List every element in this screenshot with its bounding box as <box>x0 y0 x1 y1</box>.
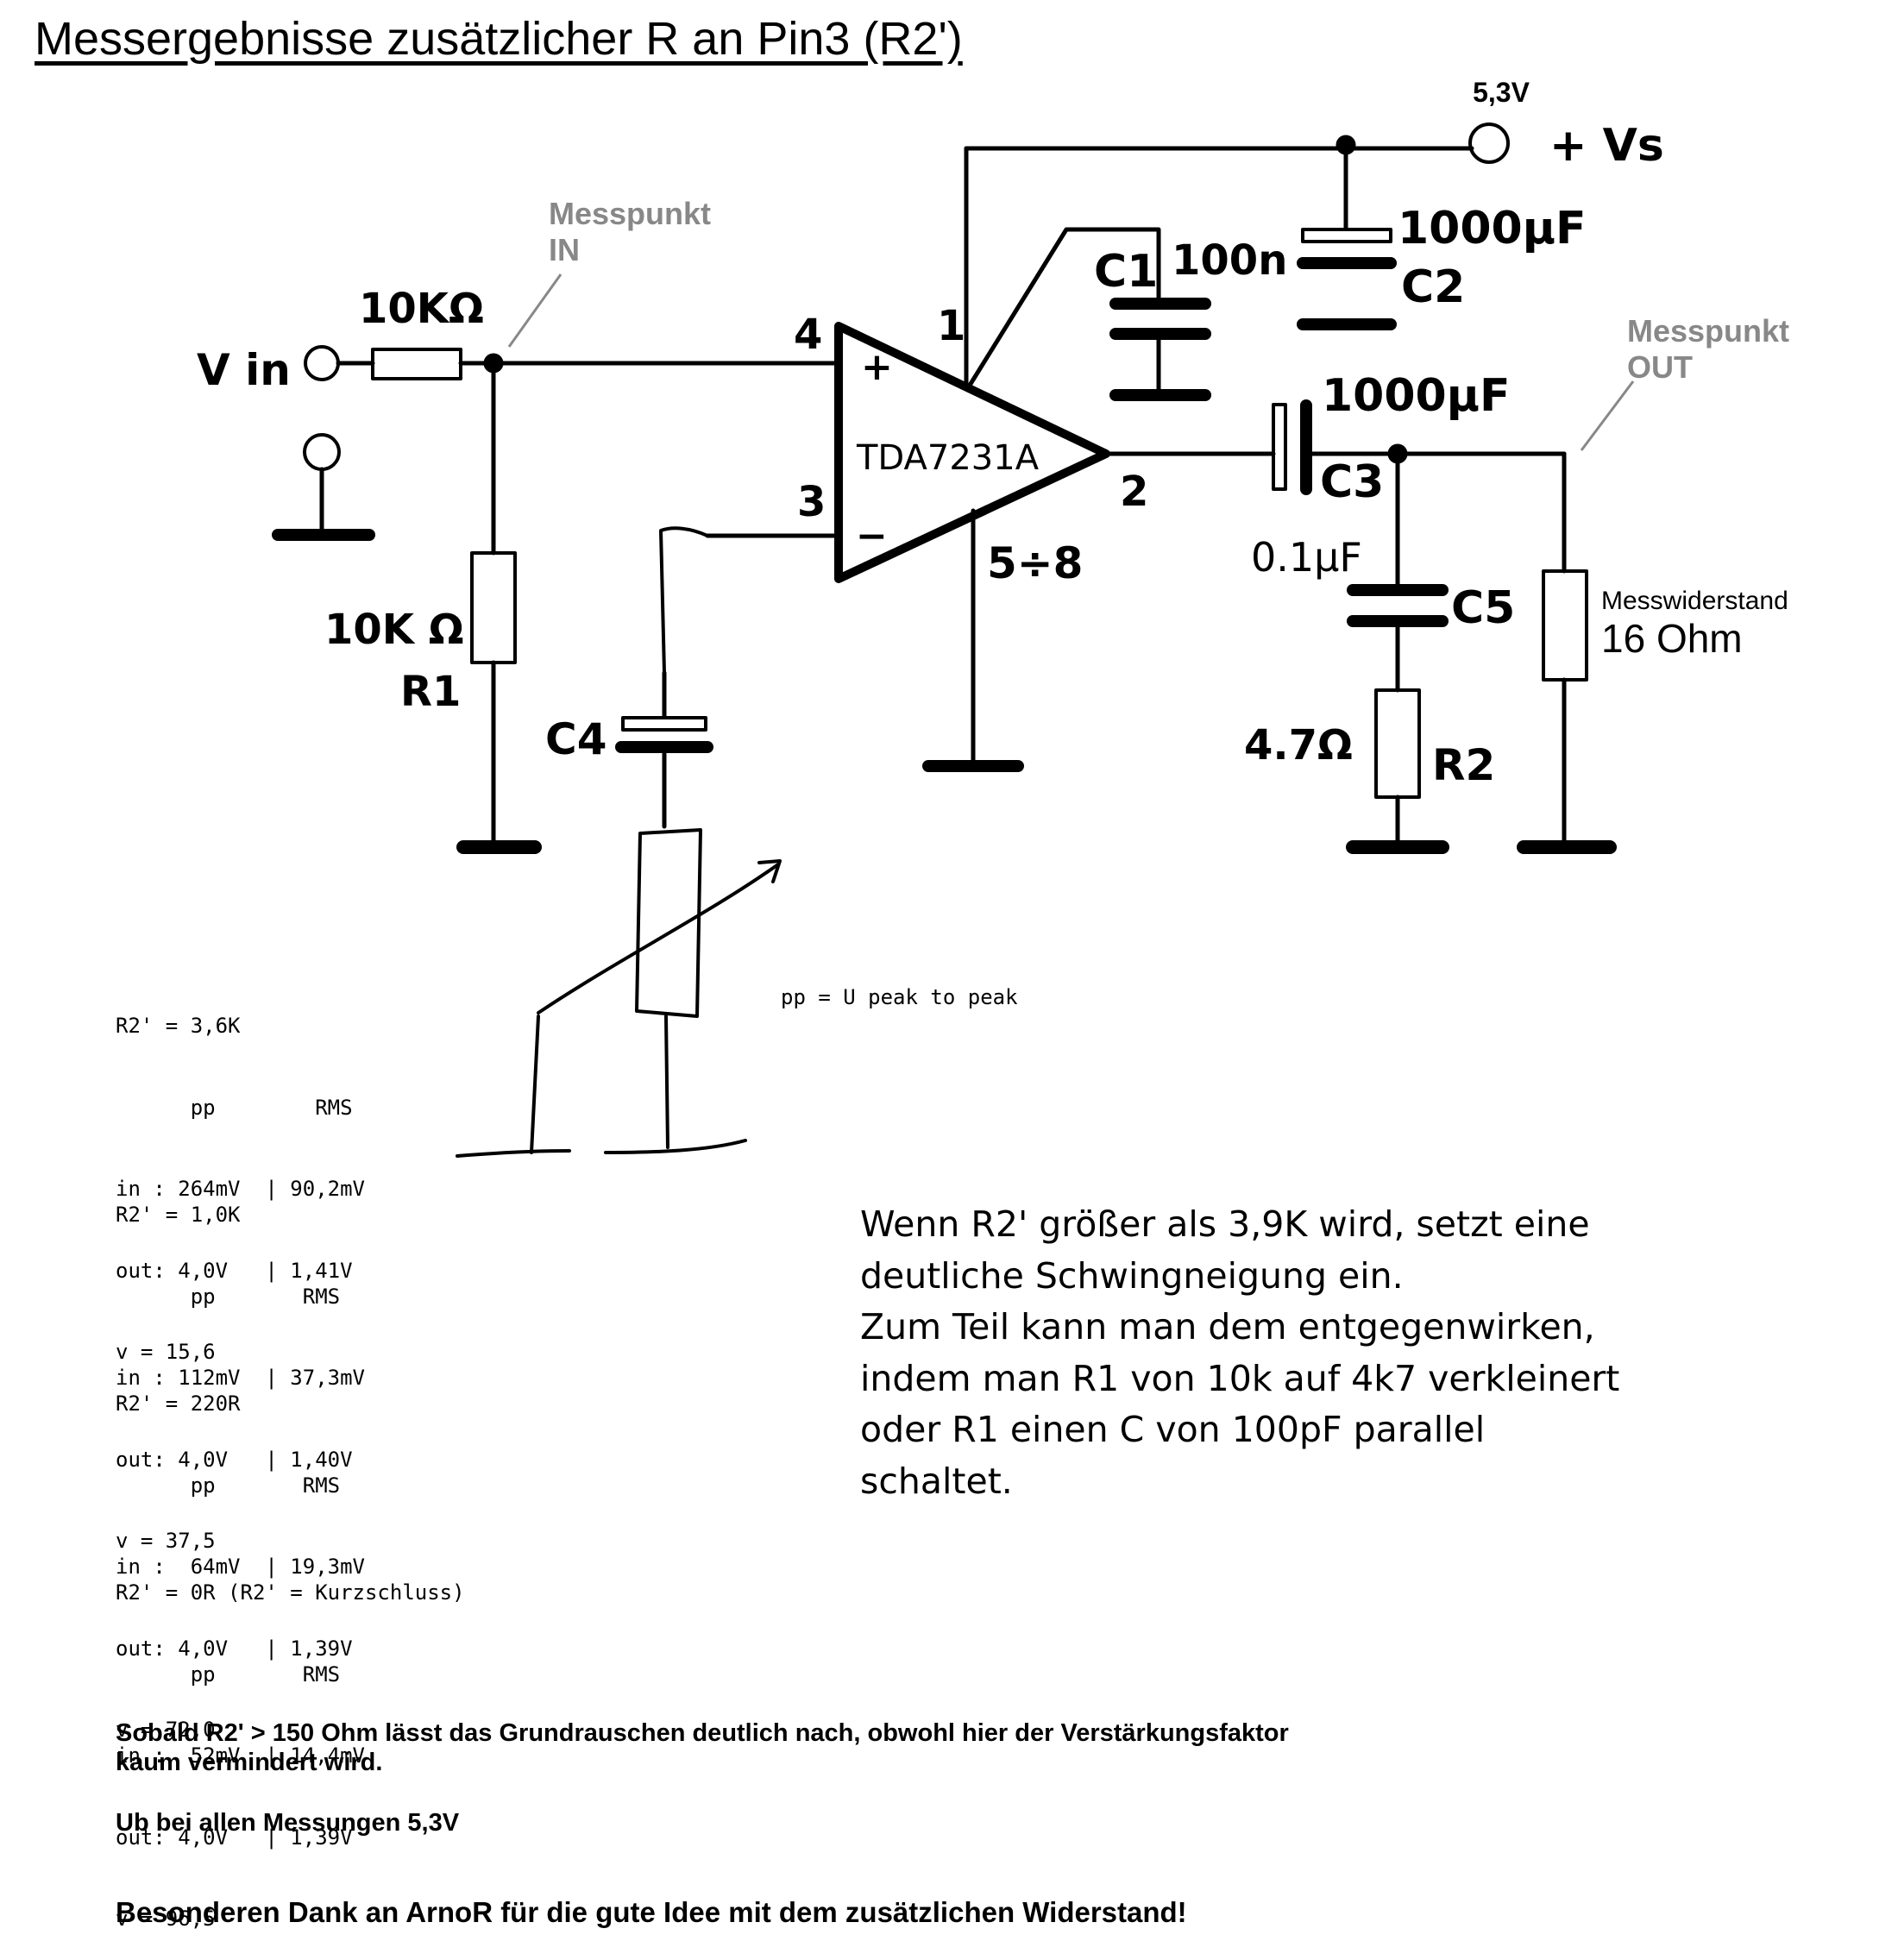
c3-value: 1000µF <box>1322 370 1511 422</box>
c5-name: C5 <box>1451 582 1515 634</box>
probe-out-line1: Messpunkt <box>1627 313 1789 349</box>
pin-plus: + <box>861 345 893 389</box>
paragraph-line: deutliche Schwingneigung ein. <box>860 1254 1404 1297</box>
c4-name: C4 <box>545 714 606 764</box>
thanks-note: Besonderen Dank an ArnoR für die gute Id… <box>116 1896 1187 1928</box>
pin-2: 2 <box>1120 468 1148 516</box>
probe-in-line1: Messpunkt <box>549 196 711 231</box>
capacitor-c4 <box>621 716 707 732</box>
c1-name: C1 <box>1094 246 1158 298</box>
measurement-block-3: R2' = 220R pp RMS in : 64mV | 19,3mV out… <box>116 1336 365 1771</box>
capacitor-c3 <box>1272 403 1287 491</box>
measurement-out: out: 4,0V | 1,39V <box>116 1636 353 1661</box>
measurement-columns: pp RMS <box>116 1662 341 1687</box>
potentiometer-r2prime <box>635 828 702 1018</box>
c2-value: 1000µF <box>1398 203 1587 254</box>
load-label-line1: Messwiderstand <box>1601 587 1788 615</box>
r2-name: R2 <box>1432 740 1495 790</box>
r1-value: 10K Ω <box>324 606 464 654</box>
pin-minus: − <box>856 514 888 558</box>
measurement-gain: v = 15,6 <box>116 1340 216 1364</box>
measurement-heading: R2' = 3,6K <box>116 1014 241 1038</box>
measurement-columns: pp RMS <box>116 1095 353 1120</box>
resistor-r1 <box>470 551 517 664</box>
r2-value: 4.7Ω <box>1244 721 1353 770</box>
ic-name: TDA7231A <box>856 438 1040 478</box>
supply-voltage: 5,3V <box>1473 77 1530 108</box>
pin-1: 1 <box>937 302 965 350</box>
supply-note: Ub bei allen Messungen 5,3V <box>116 1809 460 1837</box>
c2-name: C2 <box>1401 261 1465 313</box>
r1-name: R1 <box>400 668 461 716</box>
supply-terminal <box>1468 122 1510 164</box>
rin-value: 10KΩ <box>359 285 484 333</box>
resistor-rin <box>371 348 462 380</box>
ground-terminal <box>303 433 341 471</box>
oscillation-paragraph: Wenn R2' größer als 3,9K wird, setzt ein… <box>860 1199 1852 1507</box>
resistor-load <box>1542 569 1588 682</box>
supply-label: + Vs <box>1549 120 1664 172</box>
vin-label: V in <box>197 345 291 395</box>
c3-name: C3 <box>1320 456 1384 508</box>
probe-in-line2: IN <box>549 232 580 267</box>
paragraph-line: indem man R1 von 10k auf 4k7 verkleinert <box>860 1357 1620 1399</box>
measurement-in: in : 52mV | 14,4mV <box>116 1743 365 1768</box>
paragraph-line: schaltet. <box>860 1460 1013 1502</box>
measurement-out: out: 4,0V | 1,41V <box>116 1258 353 1283</box>
measurement-in: in : 112mV | 37,3mV <box>116 1366 365 1390</box>
probe-out-line2: OUT <box>1627 349 1693 385</box>
noise-note-line: Sobald R2' > 150 Ohm lässt das Grundraus… <box>116 1719 1289 1747</box>
measurement-columns: pp RMS <box>116 1284 341 1309</box>
measurement-heading: R2' = 0R (R2' = Kurzschluss) <box>116 1580 465 1605</box>
page-title: Messergebnisse zusätzlicher R an Pin3 (R… <box>35 13 963 65</box>
measurement-heading: R2' = 1,0K <box>116 1203 241 1227</box>
measurement-in: in : 64mV | 19,3mV <box>116 1555 365 1579</box>
paragraph-line: oder R1 einen C von 100pF parallel <box>860 1409 1486 1450</box>
noise-note: Sobald R2' > 150 Ohm lässt das Grundraus… <box>116 1718 1289 1777</box>
noise-note-line: kaum vermindert wird. <box>116 1749 383 1776</box>
pin-4: 4 <box>794 311 822 359</box>
measurement-columns: pp RMS <box>116 1473 341 1498</box>
measurement-block-2: R2' = 1,0K pp RMS in : 112mV | 37,3mV ou… <box>116 1147 365 1582</box>
resistor-r2 <box>1374 688 1421 799</box>
pin-5-8: 5÷8 <box>987 538 1083 588</box>
measurement-heading: R2' = 220R <box>116 1391 241 1416</box>
measurement-out: out: 4,0V | 1,40V <box>116 1447 353 1472</box>
c5-value: 0.1µF <box>1251 534 1362 581</box>
measurement-out: out: 4,0V | 1,39V <box>116 1825 353 1850</box>
paragraph-line: Wenn R2' größer als 3,9K wird, setzt ein… <box>860 1203 1590 1245</box>
measurement-gain: v = 72,0 <box>116 1718 216 1742</box>
circuit-schematic: 5,3V + Vs V in Messpunkt IN Messpunkt OU… <box>197 77 1789 1158</box>
c1-value: 100n <box>1172 236 1287 285</box>
capacitor-c2 <box>1301 228 1392 243</box>
measurement-gain: v = 37,5 <box>116 1529 216 1553</box>
pin-3: 3 <box>797 478 826 526</box>
pp-note: pp = U peak to peak <box>781 985 1018 1009</box>
paragraph-line: Zum Teil kann man dem entgegenwirken, <box>860 1306 1595 1348</box>
measurement-in: in : 264mV | 90,2mV <box>116 1177 365 1201</box>
measurement-block-1: R2' = 3,6K pp RMS in : 264mV | 90,2mV ou… <box>116 958 365 1393</box>
vin-terminal <box>304 345 340 381</box>
load-label-line2: 16 Ohm <box>1601 616 1743 661</box>
